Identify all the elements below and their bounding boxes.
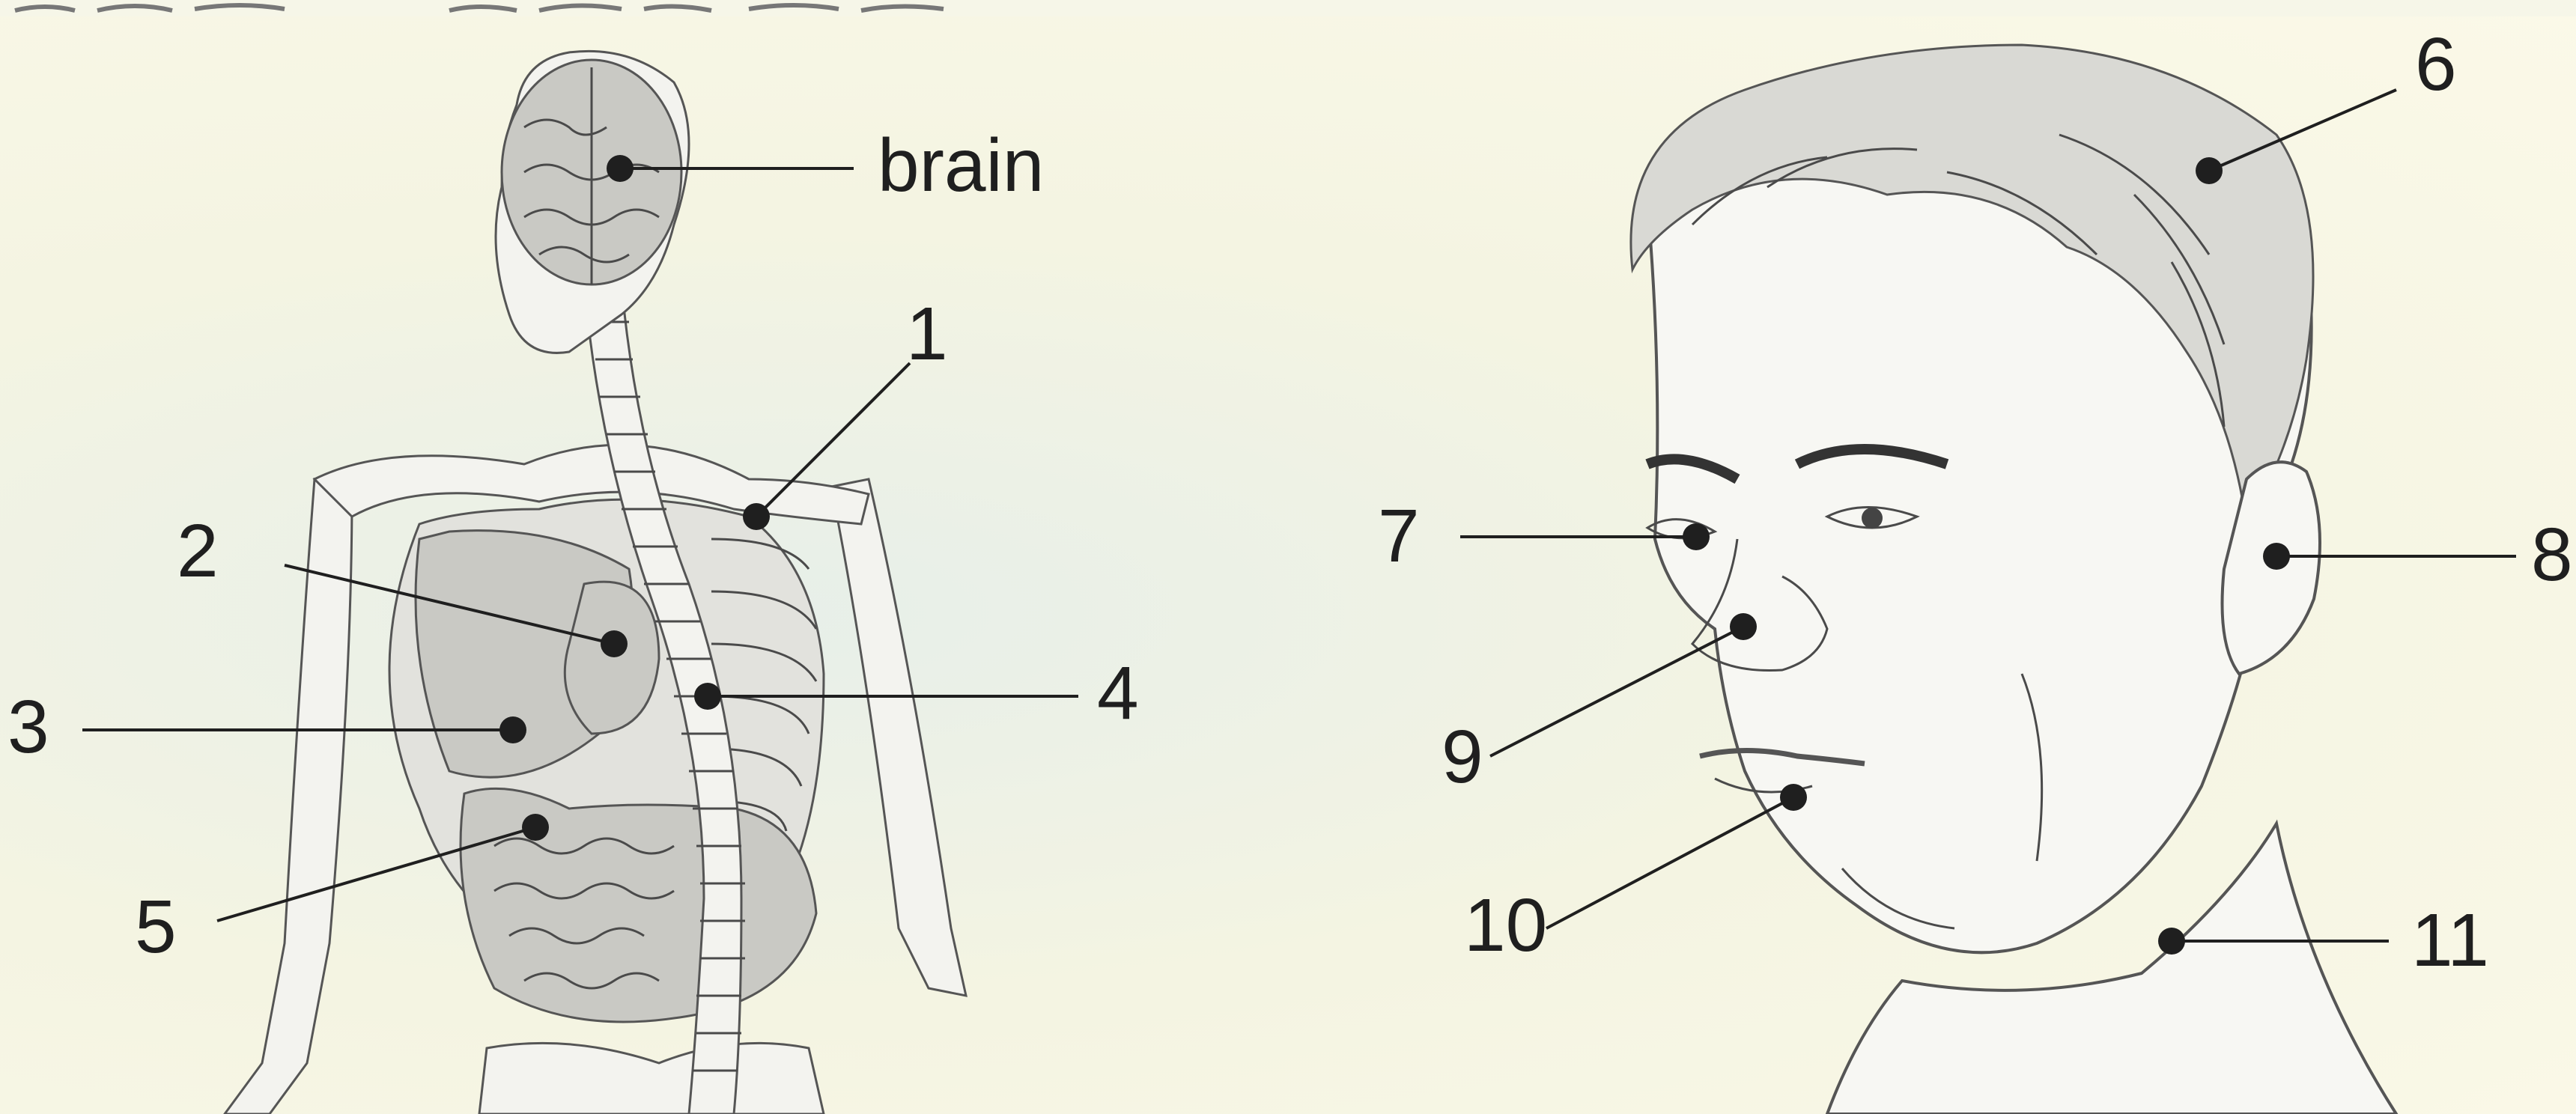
label-5: 5 [135, 885, 177, 969]
marker-brain [607, 155, 634, 182]
label-1: 1 [906, 292, 948, 376]
label-4: 4 [1097, 651, 1139, 735]
marker-11 [2158, 928, 2185, 955]
head-illustration [1631, 45, 2396, 1114]
right-arm-bone [225, 479, 352, 1114]
label-9: 9 [1442, 715, 1483, 799]
marker-5 [522, 814, 549, 841]
marker-1 [743, 503, 770, 530]
label-2: 2 [177, 509, 219, 593]
marker-10 [1780, 784, 1807, 811]
label-6: 6 [2415, 22, 2457, 106]
marker-8 [2263, 543, 2290, 570]
left-arm-bone [831, 479, 966, 996]
marker-3 [499, 716, 526, 743]
marker-9 [1730, 613, 1757, 640]
label-3: 3 [7, 685, 49, 769]
marker-7 [1683, 523, 1710, 550]
pupil-left [1862, 508, 1883, 529]
intestines [461, 788, 816, 1022]
marker-4 [694, 683, 721, 710]
pelvis [479, 1043, 824, 1114]
label-brain: brain [878, 124, 1044, 207]
label-7: 7 [1378, 494, 1420, 578]
leader-9 [1490, 627, 1743, 756]
skeleton-illustration [225, 51, 966, 1114]
cropped-text-strip [0, 0, 2576, 16]
label-11: 11 [2411, 898, 2489, 982]
marker-6 [2196, 157, 2223, 184]
label-8: 8 [2531, 513, 2573, 597]
label-10: 10 [1464, 883, 1547, 967]
leader-10 [1546, 797, 1793, 928]
marker-2 [601, 630, 628, 657]
